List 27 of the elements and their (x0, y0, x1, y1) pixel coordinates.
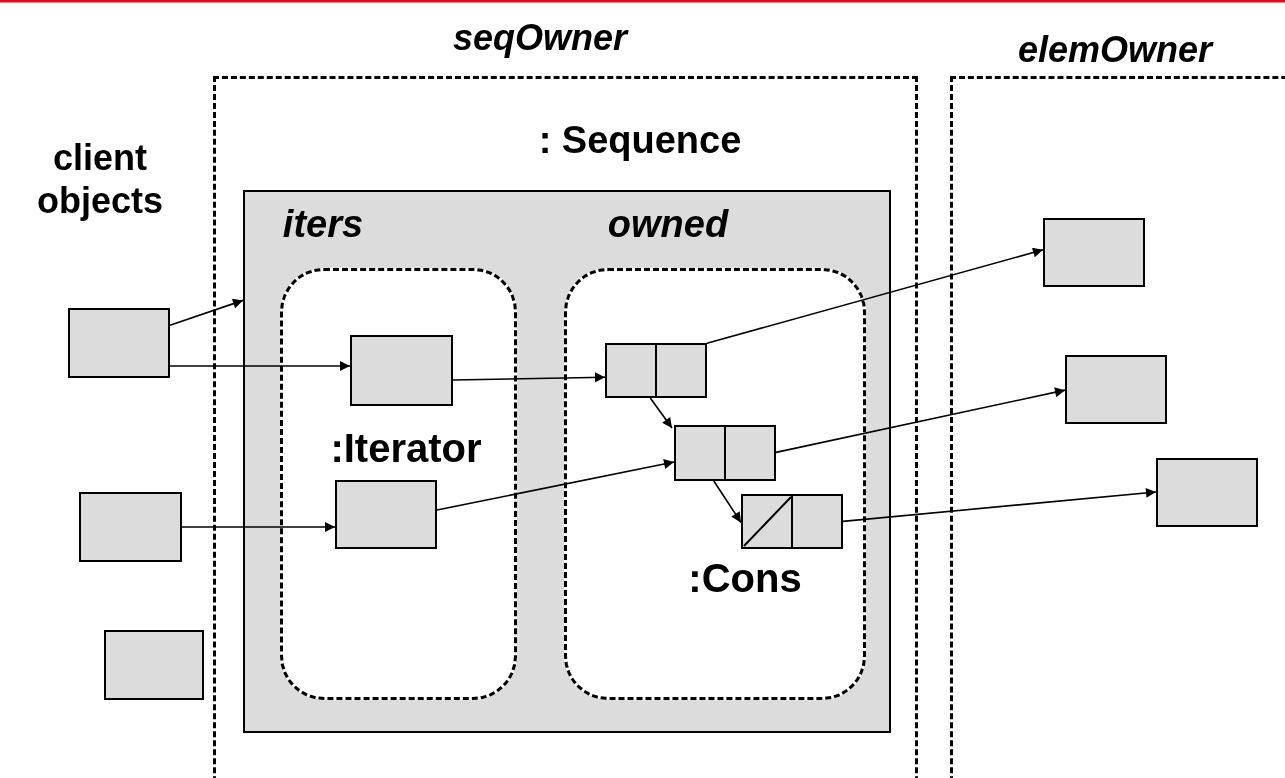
region-title: owned (606, 202, 730, 247)
arrow (706, 247, 1044, 345)
arrow (649, 397, 673, 429)
arrow (436, 459, 675, 511)
region-title: iters (281, 202, 365, 247)
iterator-box (350, 335, 453, 406)
arrow (713, 480, 742, 524)
region-title: seqOwner (451, 16, 630, 60)
cons-cell (605, 343, 707, 398)
object-name: : Sequence (537, 118, 743, 163)
arrow (842, 487, 1157, 523)
region-title: elemOwner (1016, 28, 1215, 72)
arrow (169, 361, 351, 371)
object-box (79, 492, 182, 562)
element-box (1043, 218, 1145, 287)
arrow (775, 387, 1066, 454)
arrow (181, 522, 336, 532)
arrow (169, 298, 244, 326)
object-name: :Cons (687, 555, 803, 602)
cons-cell (674, 425, 776, 481)
object-box (68, 308, 170, 378)
element-box (1065, 355, 1167, 424)
group-label: client objects (35, 136, 164, 223)
element-box (1156, 458, 1258, 527)
object-box (104, 630, 204, 700)
arrow (452, 372, 606, 383)
object-name: :Iterator (329, 425, 483, 472)
